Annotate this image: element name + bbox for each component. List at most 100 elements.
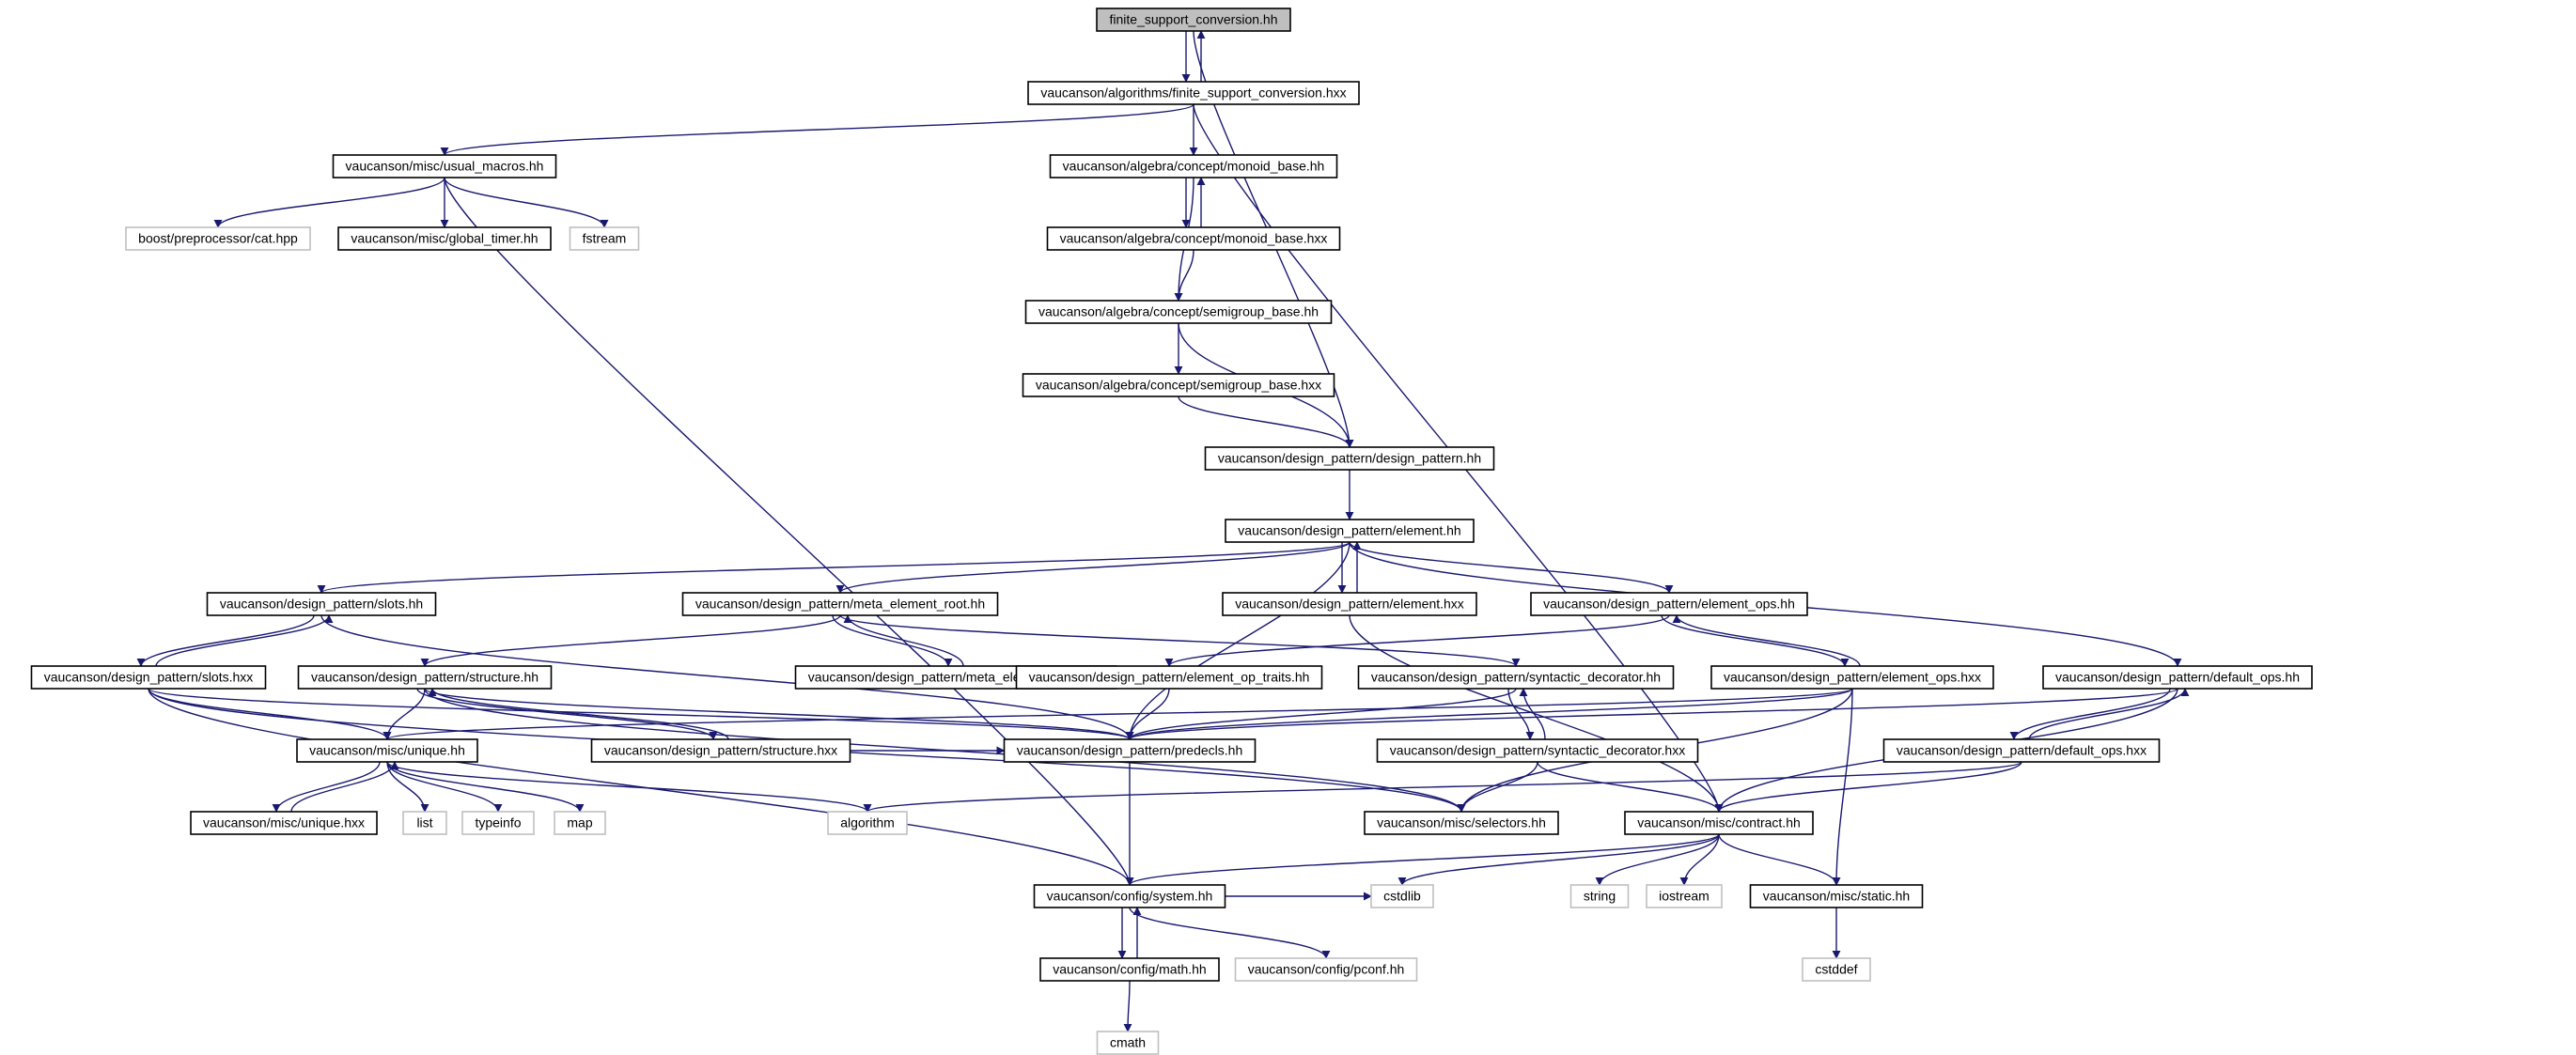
node-vaucanson-design-pattern-structure-hh[interactable]: vaucanson/design_pattern/structure.hh xyxy=(297,665,553,690)
edge-n24-to-n33 xyxy=(386,761,872,813)
node-label: cmath xyxy=(1110,1035,1146,1050)
node-vaucanson-design-pattern-element-op-traits-hh[interactable]: vaucanson/design_pattern/element_op_trai… xyxy=(1015,665,1323,690)
node-vaucanson-misc-unique-hxx[interactable]: vaucanson/misc/unique.hxx xyxy=(190,811,378,835)
node-vaucanson-design-pattern-element-hh[interactable]: vaucanson/design_pattern/element.hh xyxy=(1225,519,1475,543)
edge-n17-to-n36 xyxy=(148,688,1134,886)
node-box xyxy=(1749,884,1924,908)
dependency-edges xyxy=(136,30,2190,1032)
edge-line xyxy=(1125,688,1517,740)
node-box xyxy=(1039,957,1220,982)
node-label: cstdlib xyxy=(1383,889,1421,904)
node-cstddef[interactable]: cstddef xyxy=(1802,957,1871,982)
node-fstream[interactable]: fstream xyxy=(569,226,640,251)
node-label: vaucanson/design_pattern/default_ops.hxx xyxy=(1897,743,2147,758)
node-cstdlib[interactable]: cstdlib xyxy=(1370,884,1434,908)
node-vaucanson-config-math-hh[interactable]: vaucanson/config/math.hh xyxy=(1039,957,1220,982)
edge-line xyxy=(155,614,334,667)
node-vaucanson-design-pattern-syntactic-decorator-hxx[interactable]: vaucanson/design_pattern/syntactic_decor… xyxy=(1376,738,1699,763)
node-cmath[interactable]: cmath xyxy=(1096,1031,1160,1055)
edge-n25-to-n18 xyxy=(428,688,729,740)
node-vaucanson-misc-contract-hh[interactable]: vaucanson/misc/contract.hh xyxy=(1624,811,1814,835)
node-typeinfo[interactable]: typeinfo xyxy=(461,811,535,835)
node-vaucanson-design-pattern-default-ops-hh[interactable]: vaucanson/design_pattern/default_ops.hh xyxy=(2042,665,2313,690)
node-vaucanson-algebra-concept-semigroup-base-hh[interactable]: vaucanson/algebra/concept/semigroup_base… xyxy=(1024,300,1333,324)
edge-line xyxy=(1457,761,1538,813)
node-vaucanson-misc-static-hh[interactable]: vaucanson/misc/static.hh xyxy=(1749,884,1924,908)
node-label: vaucanson/design_pattern/structure.hh xyxy=(311,670,539,685)
node-vaucanson-design-pattern-meta-element-root-hh[interactable]: vaucanson/design_pattern/meta_element_ro… xyxy=(681,592,999,616)
node-vaucanson-design-pattern-slots-hxx[interactable]: vaucanson/design_pattern/slots.hxx xyxy=(30,665,267,690)
node-label: boost/preprocessor/cat.hpp xyxy=(138,231,298,246)
node-box xyxy=(402,811,447,835)
node-vaucanson-algebra-concept-monoid-base-hxx[interactable]: vaucanson/algebra/concept/monoid_base.hx… xyxy=(1046,226,1341,251)
edge-line xyxy=(320,614,1134,740)
edge-n28-to-n35 xyxy=(1714,761,2022,813)
node-map[interactable]: map xyxy=(554,811,606,835)
node-vaucanson-design-pattern-element-hxx[interactable]: vaucanson/design_pattern/element.hxx xyxy=(1222,592,1477,616)
node-vaucanson-config-pconf-hh[interactable]: vaucanson/config/pconf.hh xyxy=(1234,957,1418,982)
edge-line xyxy=(386,761,585,813)
edge-line xyxy=(1537,761,1724,813)
node-algorithm[interactable]: algorithm xyxy=(827,811,908,835)
node-iostream[interactable]: iostream xyxy=(1646,884,1723,908)
node-box xyxy=(1222,592,1477,616)
edge-n12-to-n16 xyxy=(1349,541,1674,594)
node-vaucanson-config-system-hh[interactable]: vaucanson/config/system.hh xyxy=(1033,884,1226,908)
node-vaucanson-design-pattern-syntactic-decorator-hh[interactable]: vaucanson/design_pattern/syntactic_decor… xyxy=(1357,665,1675,690)
edge-line xyxy=(386,761,872,813)
edge-n22-to-n26 xyxy=(1125,688,1853,740)
node-box xyxy=(206,592,437,616)
node-vaucanson-algorithms-finite-support-conversion-hxx[interactable]: vaucanson/algorithms/finite_support_conv… xyxy=(1027,81,1360,105)
node-vaucanson-design-pattern-default-ops-hxx[interactable]: vaucanson/design_pattern/default_ops.hxx xyxy=(1882,738,2161,763)
edge-line xyxy=(386,761,429,813)
edge-n12-to-n14 xyxy=(835,541,1350,594)
edge-n29-to-n24 xyxy=(290,761,399,813)
node-box xyxy=(681,592,999,616)
node-vaucanson-design-pattern-predecls-hh[interactable]: vaucanson/design_pattern/predecls.hh xyxy=(1003,738,1257,763)
node-vaucanson-algebra-concept-semigroup-base-hxx[interactable]: vaucanson/algebra/concept/semigroup_base… xyxy=(1022,373,1335,397)
node-vaucanson-misc-selectors-hh[interactable]: vaucanson/misc/selectors.hh xyxy=(1364,811,1559,835)
node-label: vaucanson/config/pconf.hh xyxy=(1248,962,1405,977)
node-box xyxy=(1022,373,1335,397)
edge-n13-to-n26 xyxy=(320,614,1134,740)
node-label: vaucanson/config/math.hh xyxy=(1053,962,1206,977)
edge-line xyxy=(148,688,1134,886)
node-box xyxy=(1024,300,1333,324)
node-label: vaucanson/design_pattern/syntactic_decor… xyxy=(1371,670,1661,685)
node-vaucanson-misc-usual-macros-hh[interactable]: vaucanson/misc/usual_macros.hh xyxy=(332,154,557,178)
node-vaucanson-misc-unique-hh[interactable]: vaucanson/misc/unique.hh xyxy=(296,738,478,763)
node-vaucanson-design-pattern-slots-hh[interactable]: vaucanson/design_pattern/slots.hh xyxy=(206,592,437,616)
edge-line xyxy=(1349,541,1674,594)
node-list[interactable]: list xyxy=(402,811,447,835)
node-vaucanson-misc-global-timer-hh[interactable]: vaucanson/misc/global_timer.hh xyxy=(337,226,552,251)
node-box xyxy=(1046,226,1341,251)
node-vaucanson-algebra-concept-monoid-base-hh[interactable]: vaucanson/algebra/concept/monoid_base.hh xyxy=(1049,154,1338,178)
node-box xyxy=(296,738,478,763)
edge-n19-to-n14 xyxy=(843,614,964,667)
node-label: vaucanson/design_pattern/element_op_trai… xyxy=(1029,670,1310,685)
node-label: vaucanson/algebra/concept/semigroup_base… xyxy=(1036,378,1321,393)
node-label: vaucanson/misc/global_timer.hh xyxy=(351,231,538,246)
edge-line xyxy=(420,614,841,667)
node-boost-preprocessor-cat-hpp[interactable]: boost/preprocessor/cat.hpp xyxy=(125,226,311,251)
node-box xyxy=(1530,592,1808,616)
node-vaucanson-design-pattern-element-ops-hh[interactable]: vaucanson/design_pattern/element_ops.hh xyxy=(1530,592,1808,616)
node-label: vaucanson/misc/contract.hh xyxy=(1637,815,1801,830)
node-box xyxy=(1015,665,1323,690)
node-box xyxy=(125,226,311,251)
node-vaucanson-design-pattern-design-pattern-hh[interactable]: vaucanson/design_pattern/design_pattern.… xyxy=(1204,446,1495,471)
node-label: vaucanson/design_pattern/design_pattern.… xyxy=(1218,451,1481,466)
node-label: map xyxy=(567,815,592,830)
node-vaucanson-design-pattern-structure-hxx[interactable]: vaucanson/design_pattern/structure.hxx xyxy=(590,738,851,763)
node-box xyxy=(569,226,640,251)
edge-n21-to-n27 xyxy=(1507,688,1535,740)
node-label: cstddef xyxy=(1815,962,1857,977)
edge-line xyxy=(444,177,609,228)
node-vaucanson-design-pattern-element-ops-hxx[interactable]: vaucanson/design_pattern/element_ops.hxx xyxy=(1710,665,1994,690)
edge-line xyxy=(1679,833,1720,886)
node-finite-support-conversion-hh[interactable]: finite_support_conversion.hh xyxy=(1096,8,1291,32)
edge-n41-to-n44 xyxy=(1123,980,1132,1032)
edge-line xyxy=(835,541,1350,594)
node-string[interactable]: string xyxy=(1569,884,1630,908)
